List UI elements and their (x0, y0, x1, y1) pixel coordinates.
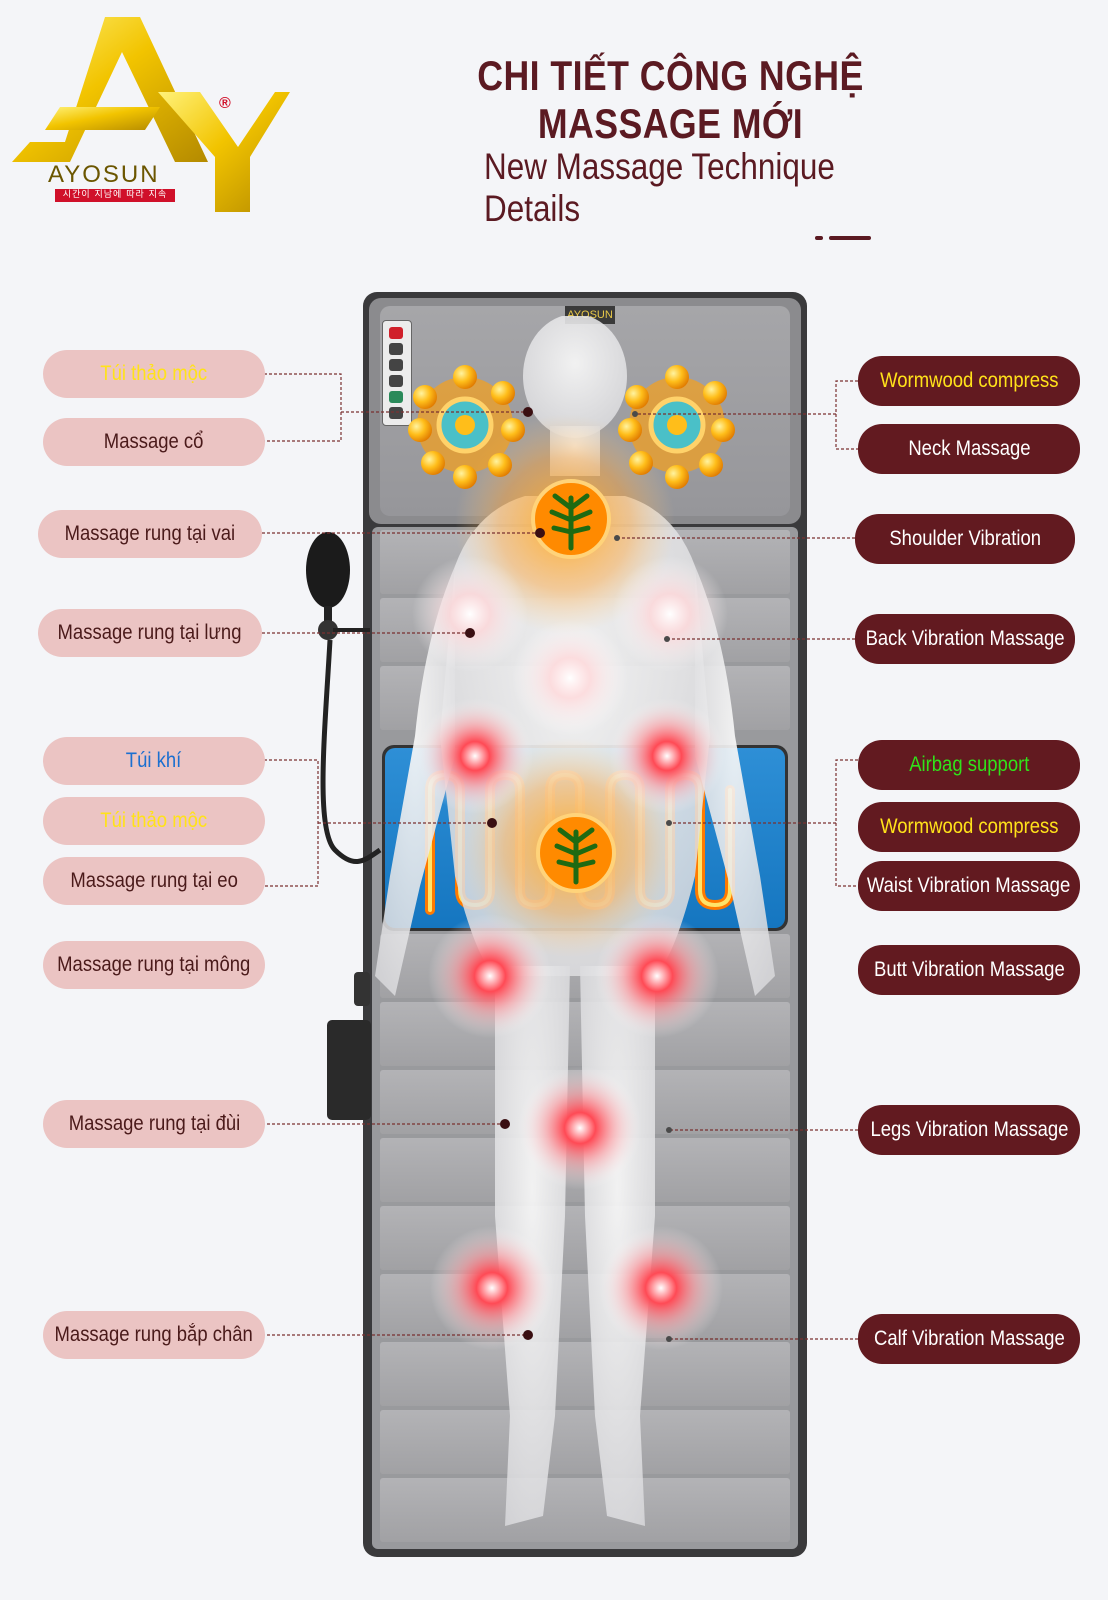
label-calf-vibration: Massage rung bắp chân (43, 1311, 265, 1359)
label-text: Legs Vibration Massage (870, 1118, 1068, 1141)
label-butt-vibration-en: Butt Vibration Massage (858, 945, 1080, 995)
label-text: Massage rung bắp chân (54, 1323, 254, 1346)
label-herbal-pouch-waist: Túi thảo mộc (43, 797, 265, 845)
label-waist-vibration: Massage rung tại eo (43, 857, 265, 905)
label-text: Airbag support (908, 753, 1030, 776)
label-neck-massage-en: Neck Massage (858, 424, 1080, 474)
label-butt-vibration: Massage rung tại mông (43, 941, 265, 989)
label-text: Túi khí (126, 749, 182, 772)
mat-control-panel (382, 320, 412, 426)
label-calf-vibration-en: Calf Vibration Massage (858, 1314, 1080, 1364)
page-title: CHI TIẾT CÔNG NGHỆ MASSAGE MỚI (477, 52, 864, 147)
page-subtitle: New Massage Technique Details (484, 146, 835, 229)
remote-pouch (327, 1020, 371, 1120)
label-wormwood-compress-neck: Wormwood compress (858, 356, 1080, 406)
label-text: Massage rung tại lưng (58, 621, 242, 644)
label-text: Wormwood compress (879, 369, 1059, 392)
label-thigh-vibration: Massage rung tại đùi (43, 1100, 265, 1148)
label-text: Calf Vibration Massage (873, 1327, 1065, 1350)
connector (354, 972, 370, 1006)
label-text: Back Vibration Massage (865, 627, 1065, 650)
wormwood-herb-icon (531, 479, 611, 559)
control-button (389, 343, 403, 355)
label-shoulder-vibration-en: Shoulder Vibration (855, 514, 1075, 564)
label-wormwood-compress-waist: Wormwood compress (858, 802, 1080, 852)
label-text: Massage cổ (104, 430, 204, 453)
registered-mark: ® (219, 95, 231, 112)
label-text: Massage rung tại mông (57, 953, 251, 976)
label-herbal-pouch-neck: Túi thảo mộc (43, 350, 265, 398)
label-airbag: Túi khí (43, 737, 265, 785)
label-text: Túi thảo mộc (100, 809, 208, 832)
wormwood-herb-icon (536, 813, 616, 893)
logo-tagline: 시간이 지남에 따라 지속 (55, 189, 175, 202)
control-button (389, 407, 403, 419)
label-text: Waist Vibration Massage (867, 874, 1071, 897)
label-waist-vibration-en: Waist Vibration Massage (858, 861, 1080, 911)
mat-stripe (380, 1410, 790, 1474)
control-button (389, 375, 403, 387)
control-button (389, 391, 403, 403)
label-legs-vibration-en: Legs Vibration Massage (858, 1105, 1080, 1155)
ayosun-logo (12, 17, 290, 212)
label-text: Neck Massage (907, 437, 1031, 460)
label-back-vibration: Massage rung tại lưng (38, 609, 262, 657)
neck-massage-rollers (408, 365, 735, 489)
label-airbag-en: Airbag support (858, 740, 1080, 790)
mat-stripe (380, 1342, 790, 1406)
label-shoulder-vibration: Massage rung tại vai (38, 510, 262, 558)
label-text: Massage rung tại đùi (68, 1112, 240, 1135)
control-button (389, 359, 403, 371)
label-text: Túi thảo mộc (100, 362, 208, 385)
label-text: Shoulder Vibration (889, 527, 1041, 550)
label-text: Massage rung tại eo (70, 869, 238, 892)
logo-brand-text: AYOSUN (48, 161, 160, 188)
power-button (389, 327, 403, 339)
label-text: Wormwood compress (879, 815, 1059, 838)
air-pump-hose (306, 532, 382, 864)
label-text: Butt Vibration Massage (873, 958, 1065, 981)
label-neck-massage: Massage cổ (43, 418, 265, 466)
label-text: Massage rung tại vai (64, 522, 236, 545)
body-figure (375, 316, 775, 1526)
label-back-vibration-en: Back Vibration Massage (855, 614, 1075, 664)
mat-stripe (380, 1478, 790, 1542)
